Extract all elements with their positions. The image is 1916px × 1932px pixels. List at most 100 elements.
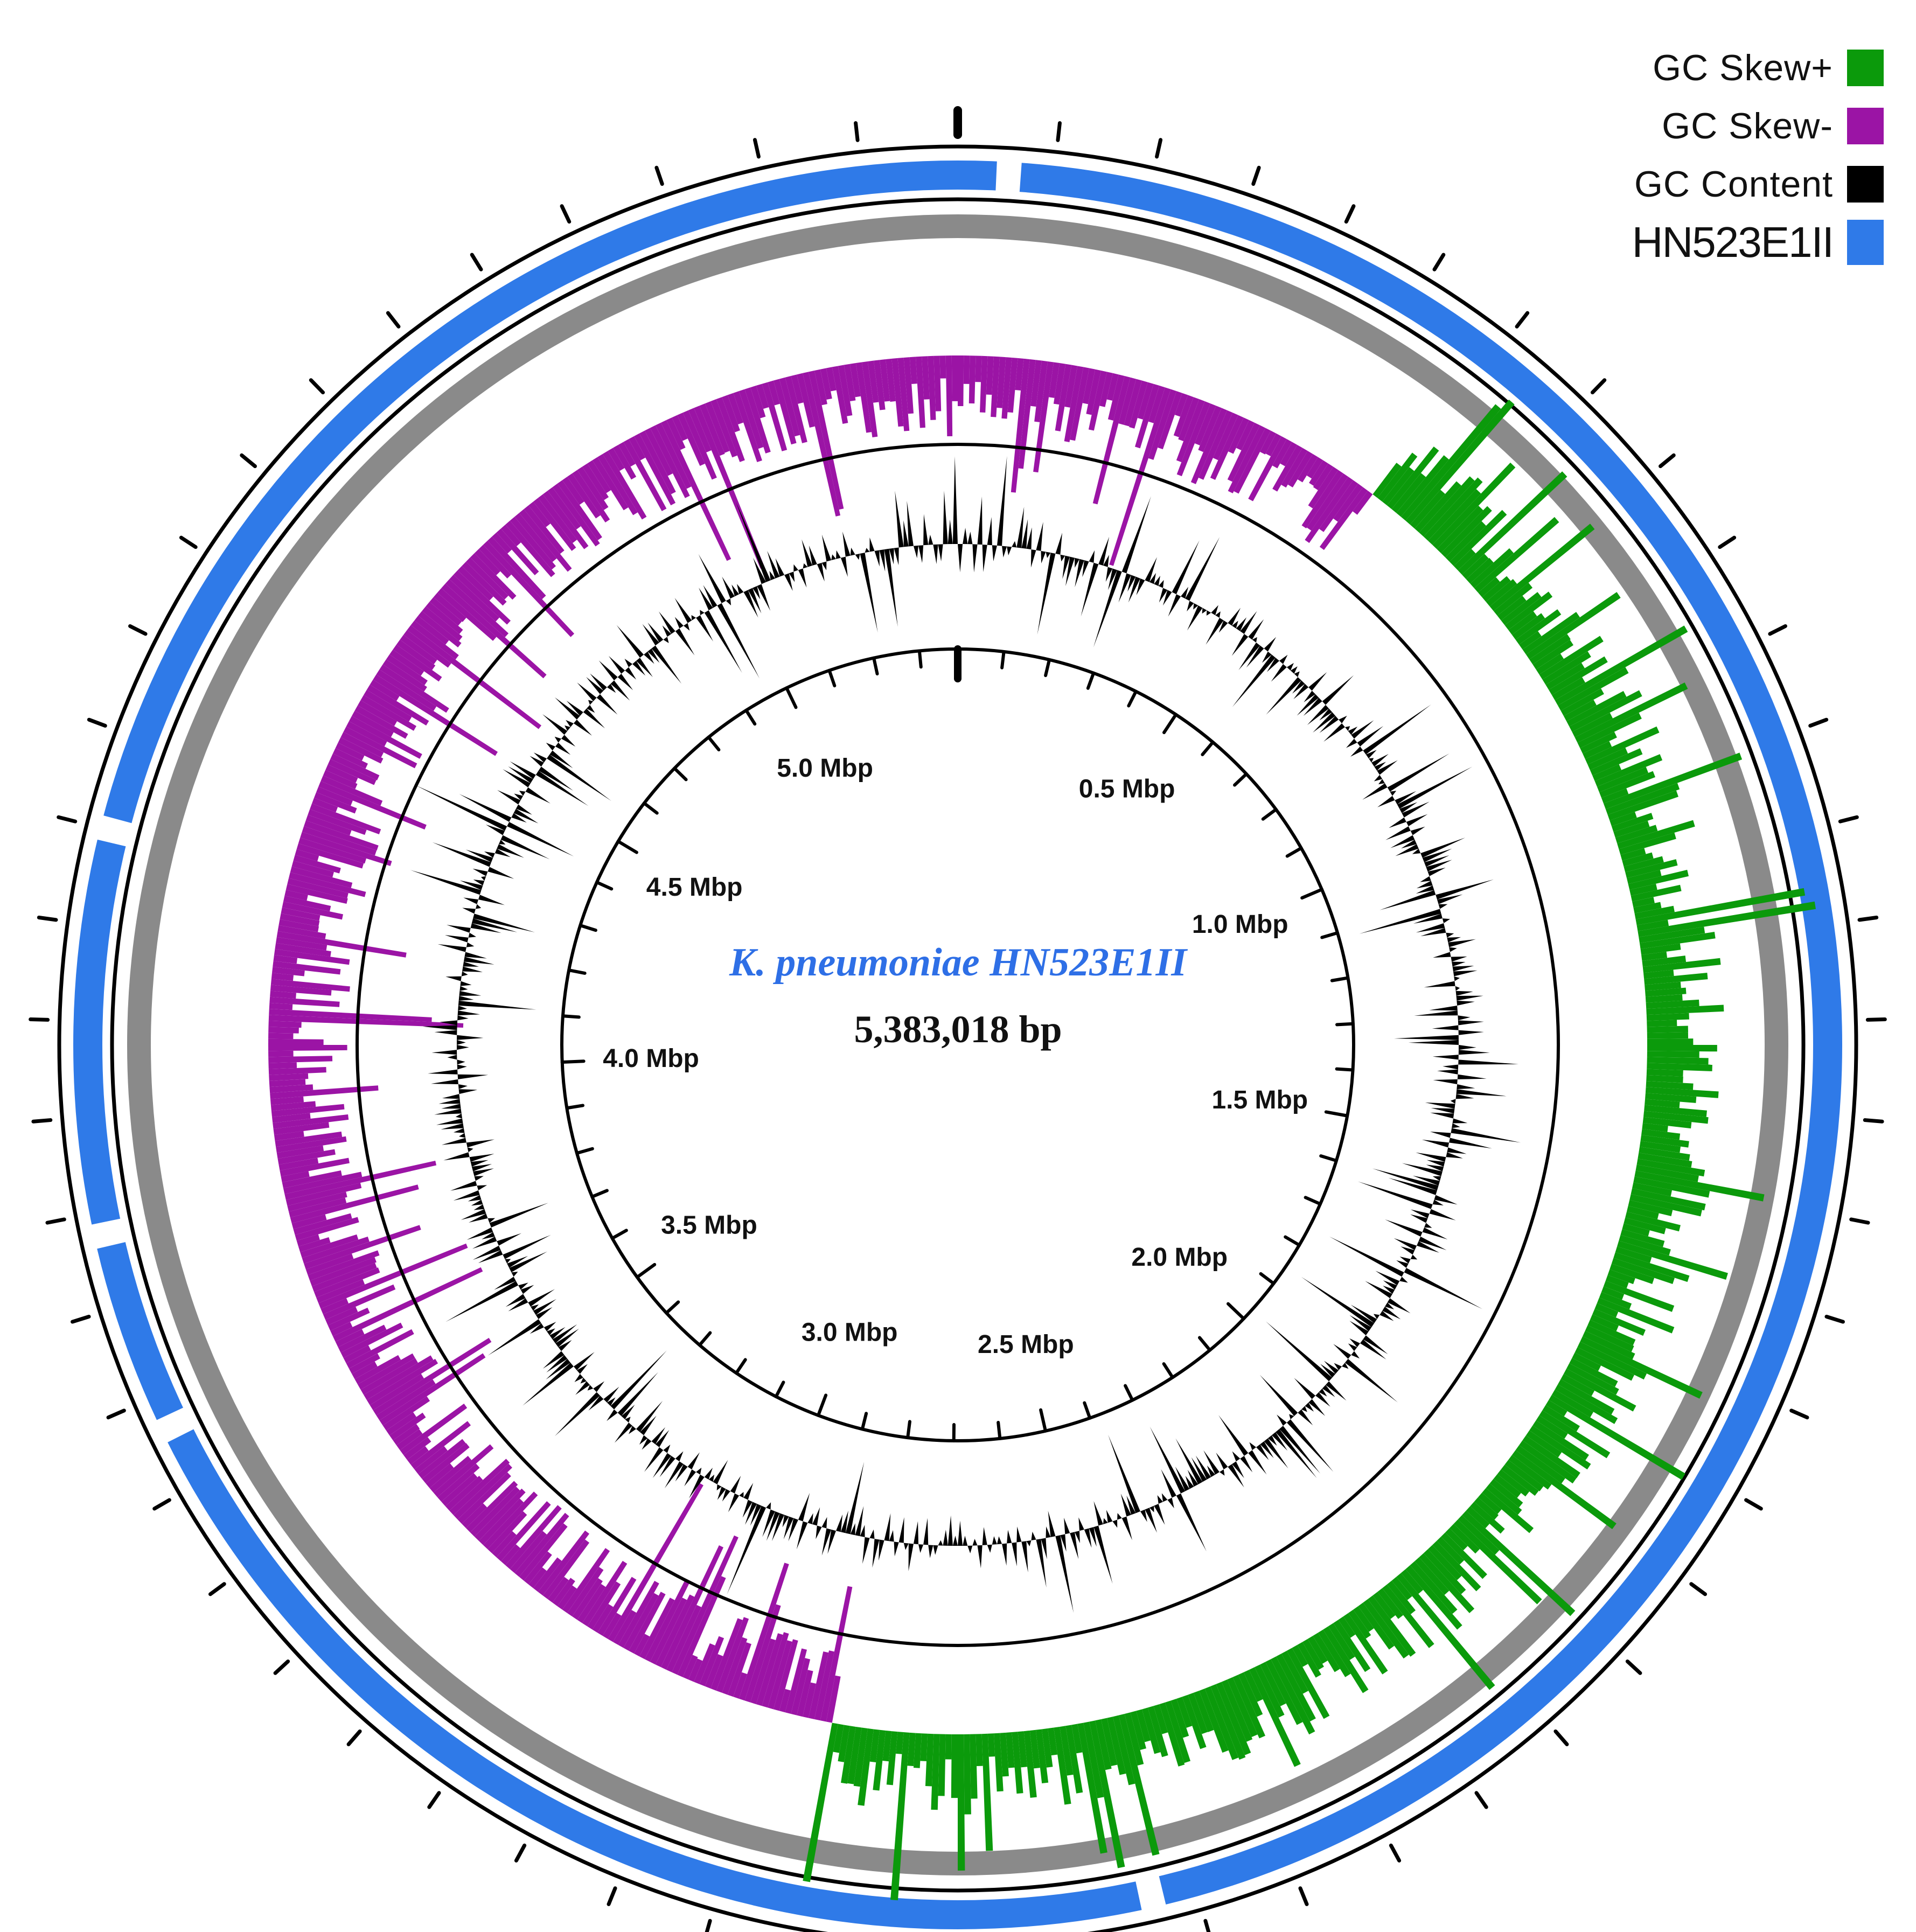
gc-skew-positive-bar — [1511, 1450, 1617, 1530]
gc-content-bar — [752, 585, 761, 599]
gc-skew-positive-bar — [1449, 1524, 1480, 1554]
gc-skew-positive-bar — [1577, 713, 1642, 748]
gc-content-bar — [1382, 1306, 1401, 1320]
gc-skew-negative-bar — [343, 726, 417, 769]
inner-tick — [906, 1420, 911, 1440]
outer-tick — [1432, 253, 1446, 271]
gc-skew-positive-bar — [1646, 1005, 1724, 1015]
gc-content-bar — [658, 611, 675, 634]
gc-skew-positive-bar — [1511, 613, 1545, 640]
gc-content-bar — [1420, 838, 1466, 858]
gc-content-bar — [1319, 1388, 1327, 1397]
gc-skew-negative-bar — [474, 549, 500, 576]
gc-content-bar — [498, 839, 506, 845]
gc-skew-positive-bar — [1462, 554, 1489, 580]
gc-skew-negative-bar — [505, 520, 555, 577]
gc-skew-negative-bar — [744, 1604, 781, 1703]
gc-skew-negative-bar — [352, 1361, 378, 1379]
gc-skew-negative-bar — [1176, 399, 1205, 463]
legend-item-hn523e1ii: HN523E1II — [1399, 213, 1884, 271]
gc-skew-negative-bar — [441, 583, 547, 679]
gc-skew-negative-bar — [280, 1157, 350, 1177]
gc-content-bar — [468, 1195, 482, 1202]
gc-content-bar — [736, 502, 771, 582]
gc-skew-negative-bar — [276, 1136, 347, 1153]
gc-skew-positive-bar — [1377, 452, 1418, 502]
gc-skew-positive-bar — [1489, 1478, 1523, 1508]
gc-skew-negative-bar — [928, 355, 936, 420]
gc-content-bar — [441, 1138, 466, 1145]
gc-content-bar — [1219, 1469, 1225, 1476]
gc-content-bar — [442, 1094, 460, 1099]
gc-skew-negative-bar — [519, 509, 572, 572]
gc-content-bar — [1426, 1164, 1444, 1171]
gc-skew-positive-bar — [1525, 592, 1621, 660]
gc-content-bar — [1363, 1335, 1388, 1355]
gc-content-bar — [1162, 590, 1172, 606]
gc-skew-negative-bar — [538, 494, 577, 543]
position-label: 1.0 Mbp — [1192, 910, 1288, 939]
gc-content-bar — [460, 981, 472, 986]
gc-content-bar — [850, 547, 855, 556]
gc-skew-positive-bar — [1620, 1229, 1665, 1247]
gc-skew-negative-bar — [457, 1472, 511, 1524]
gc-content-bar — [1402, 801, 1430, 818]
gc-content-bar — [554, 736, 562, 743]
gc-content-bar — [1175, 1438, 1203, 1484]
gc-skew-positive-bar — [1387, 1580, 1416, 1615]
gc-content-bar — [728, 1493, 740, 1512]
gc-content-bar — [497, 844, 525, 858]
gc-content-bar — [462, 966, 483, 972]
gc-content-bar — [494, 848, 511, 857]
outer-tick — [1515, 311, 1530, 329]
gc-skew-negative-bar — [354, 705, 408, 739]
gc-skew-positive-bar — [1504, 591, 1553, 630]
gc-content-bar — [1060, 1534, 1067, 1552]
gc-skew-negative-bar — [453, 1463, 512, 1520]
gc-skew-positive-bar — [1566, 691, 1627, 727]
inner-tick — [1162, 713, 1178, 735]
gc-skew-negative-bar — [370, 1373, 424, 1411]
gc-skew-positive-bar — [1249, 1667, 1301, 1767]
gc-content-bar — [1070, 1532, 1079, 1559]
gc-content-bar — [1236, 617, 1247, 631]
gc-skew-positive-bar — [1489, 524, 1595, 611]
inner-tick — [1284, 1235, 1301, 1247]
gc-content-bar — [1458, 1050, 1490, 1055]
inner-tick — [1227, 1302, 1245, 1321]
gc-skew-positive-bar — [1501, 592, 1542, 625]
gc-skew-negative-bar — [577, 466, 609, 511]
gc-skew-positive-bar — [1605, 783, 1680, 815]
gc-skew-negative-bar — [655, 1594, 695, 1668]
outer-boundary-ring — [58, 145, 1858, 1932]
gc-skew-negative-bar — [298, 1237, 331, 1252]
gc-skew-negative-bar — [1011, 358, 1030, 493]
gc-content-bar — [1388, 1177, 1437, 1195]
outer-tick — [1553, 1729, 1569, 1747]
gc-content-bar — [855, 1506, 864, 1537]
gc-skew-positive-bar — [1629, 1194, 1702, 1217]
gc-skew-negative-bar — [429, 1455, 472, 1493]
gc-skew-negative-bar — [855, 362, 872, 433]
gc-skew-positive-bar — [895, 1732, 904, 1754]
gc-skew-negative-bar — [969, 355, 976, 404]
gc-skew-positive-bar — [1199, 1688, 1229, 1753]
gc-content-bar — [642, 1438, 652, 1450]
gc-content-bar — [535, 770, 589, 806]
gc-content-bar — [1301, 1406, 1307, 1412]
gc-content-bar — [766, 1511, 780, 1541]
gc-content-bar — [644, 651, 654, 664]
outer-tick — [1344, 204, 1356, 224]
gc-skew-positive-bar — [1640, 943, 1681, 955]
gc-content-outer-ring — [356, 443, 1560, 1647]
gc-skew-negative-bar — [874, 360, 886, 410]
gc-content-bar — [1432, 1025, 1459, 1030]
gc-content-bar — [742, 1499, 753, 1518]
gc-content-bar — [458, 1089, 478, 1094]
outer-tick — [1863, 1118, 1884, 1124]
gc-content-bar — [869, 1529, 875, 1539]
position-label: 4.0 Mbp — [603, 1044, 699, 1073]
gc-content-bar — [1062, 555, 1070, 579]
gc-skew-negative-bar — [376, 669, 437, 712]
gc-skew-positive-bar — [1432, 462, 1516, 549]
